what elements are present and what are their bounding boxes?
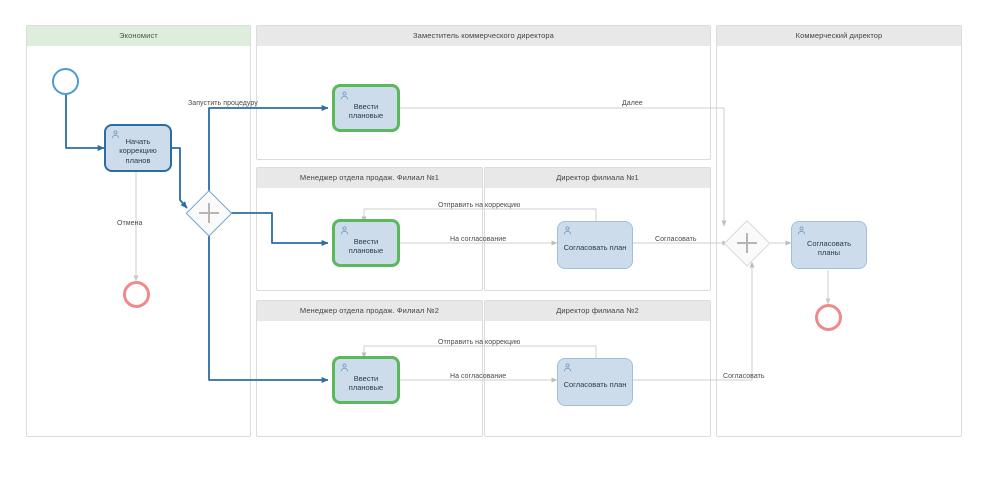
lane-header-manager-2: Менеджер отдела продаж. Филиал №2: [257, 301, 482, 321]
task-enter-plan-manager-2[interactable]: Ввести плановые: [332, 356, 400, 404]
task-label: Ввести плановые: [348, 373, 384, 393]
task-label: Ввести плановые: [348, 236, 384, 256]
task-label: Ввести плановые: [348, 101, 384, 121]
task-approve-plans-commercial-director[interactable]: Согласовать планы: [791, 221, 867, 269]
task-start-correction[interactable]: Начать коррекцию планов: [104, 124, 172, 172]
lane-header-commercial-director: Коммерческий директор: [717, 26, 961, 46]
user-icon: [797, 226, 806, 235]
lane-header-manager-1: Менеджер отдела продаж. Филиал №1: [257, 168, 482, 188]
flow-label-send-back-2: Отправить на коррекцию: [438, 339, 521, 346]
task-label: Согласовать план: [563, 380, 627, 390]
lane-header-director-1: Директор филиала №1: [485, 168, 710, 188]
task-label: Согласовать планы: [807, 238, 851, 258]
flow-label-approve-2: Согласовать: [723, 373, 765, 380]
flow-label-for-approval-2: На согласование: [450, 373, 507, 380]
user-icon: [563, 226, 572, 235]
flow-label-next: Далее: [622, 100, 643, 107]
user-icon: [340, 226, 349, 235]
task-label: Согласовать план: [563, 243, 627, 253]
task-enter-plan-deputy[interactable]: Ввести плановые: [332, 84, 400, 132]
user-icon: [340, 91, 349, 100]
gateway-join-parallel[interactable]: [724, 220, 770, 266]
task-enter-plan-manager-1[interactable]: Ввести плановые: [332, 219, 400, 267]
flow-label-cancel: Отмена: [117, 220, 143, 227]
end-event-final[interactable]: [815, 304, 842, 331]
user-icon: [563, 363, 572, 372]
task-approve-plan-director-1[interactable]: Согласовать план: [557, 221, 633, 269]
flow-label-for-approval-1: На согласование: [450, 236, 507, 243]
plus-icon-vertical: [208, 202, 210, 224]
gateway-split-parallel[interactable]: [186, 190, 232, 236]
flow-label-approve-1: Согласовать: [655, 236, 697, 243]
flow-label-send-back-1: Отправить на коррекцию: [438, 202, 521, 209]
start-event[interactable]: [52, 68, 79, 95]
flow-label-start-procedure: Запустить процедуру: [188, 100, 258, 107]
user-icon: [340, 363, 349, 372]
lane-header-economist: Экономист: [27, 26, 250, 46]
lane-deputy-director[interactable]: Заместитель коммерческого директора: [256, 25, 711, 160]
user-icon: [111, 130, 120, 139]
task-label: Начать коррекцию планов: [119, 136, 157, 165]
end-event-cancel[interactable]: [123, 281, 150, 308]
lane-header-director-2: Директор филиала №2: [485, 301, 710, 321]
task-approve-plan-director-2[interactable]: Согласовать план: [557, 358, 633, 406]
lane-header-deputy-director: Заместитель коммерческого директора: [257, 26, 710, 46]
plus-icon-vertical: [746, 232, 748, 254]
